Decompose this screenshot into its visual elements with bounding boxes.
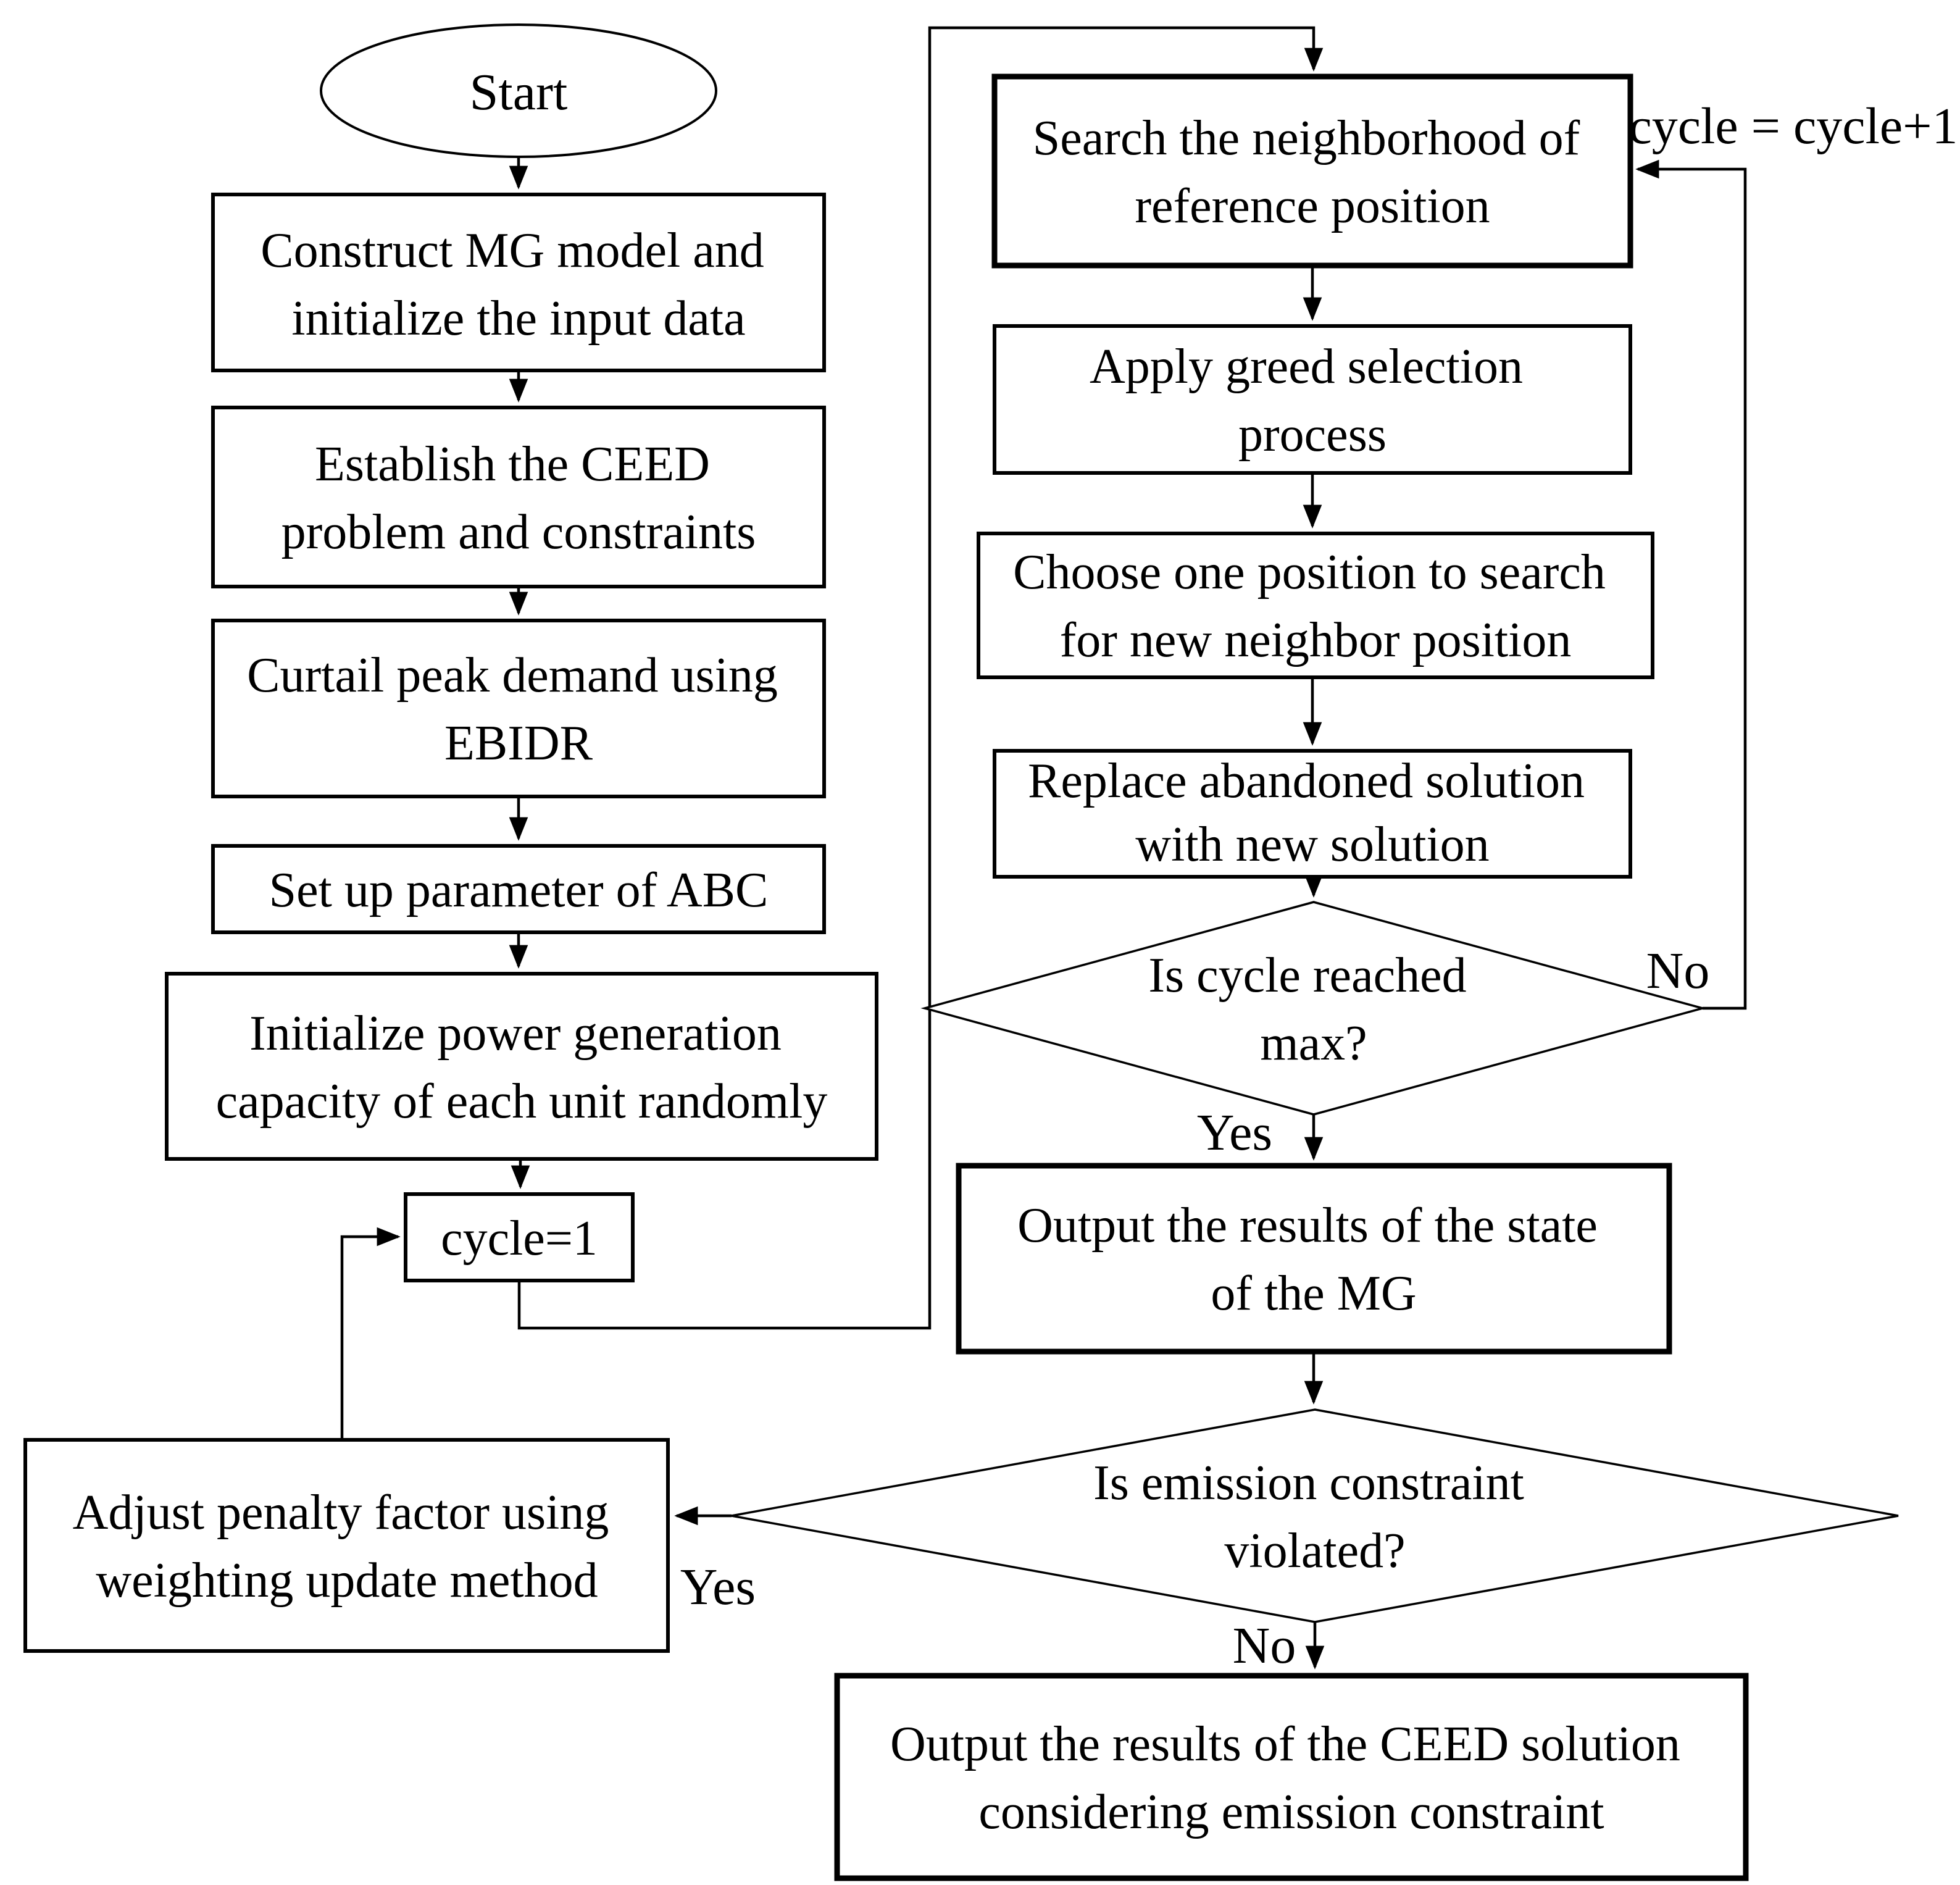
process-output-ceed-solution-text: Output the results of the CEED solution … (890, 1717, 1693, 1839)
start-label: Start (470, 64, 568, 121)
process-adjust-penalty-factor-text: Adjust penalty factor using weighting up… (73, 1486, 622, 1608)
process-establish-ceed (211, 406, 826, 588)
decision-emission-constraint-text: Is emission constraint violated? (1093, 1456, 1537, 1578)
process-choose-position (977, 532, 1654, 679)
edge-adjust-to-cycle-init (340, 1227, 401, 1440)
decision-cycle-max-text: Is cycle reached max? (1148, 948, 1478, 1071)
process-setup-abc-parameter-text: Set up parameter of ABC (269, 863, 769, 917)
process-choose-position-text: Choose one position to search for new ne… (1013, 545, 1618, 667)
process-search-neighborhood (991, 73, 1633, 269)
label-emission-yes: Yes (680, 1558, 756, 1616)
edge-cycle-decision-no-loop (1635, 159, 1747, 1010)
process-initialize-power-generation (165, 972, 878, 1161)
process-cycle-init-text: cycle=1 (441, 1211, 598, 1266)
process-cycle-init (404, 1192, 635, 1282)
decision-emission-constraint (731, 1408, 1899, 1623)
process-construct-mg-model-text: Construct MG model and initialize the in… (261, 224, 776, 346)
process-output-ceed-solution (834, 1673, 1749, 1881)
start-terminator (320, 23, 717, 158)
process-output-state-mg-text: Output the results of the state of the M… (1017, 1198, 1610, 1321)
process-apply-greed-selection (993, 324, 1632, 475)
decision-cycle-max (920, 901, 1707, 1116)
process-construct-mg-model (211, 193, 826, 372)
edge-cycle-init-to-search-loop (517, 26, 1324, 1330)
process-initialize-power-generation-text: Initialize power generation capacity of … (216, 1006, 828, 1129)
process-curtail-peak-demand (211, 619, 826, 798)
label-cycle-yes: Yes (1197, 1104, 1272, 1161)
process-establish-ceed-text: Establish the CEED problem and constrain… (281, 437, 756, 559)
label-cycle-no: No (1646, 942, 1710, 1000)
process-replace-abandoned-solution-text: Replace abandoned solution with new solu… (1028, 754, 1597, 872)
process-curtail-peak-demand-text: Curtail peak demand using EBIDR (247, 648, 790, 771)
process-apply-greed-selection-text: Apply greed selection process (1090, 340, 1535, 462)
process-output-state-mg (956, 1163, 1672, 1355)
process-replace-abandoned-solution (993, 749, 1632, 879)
process-setup-abc-parameter (211, 844, 826, 934)
process-search-neighborhood-text: Search the neighborhood of reference pos… (1033, 111, 1592, 233)
label-cycle-increment: cycle = cycle+1 (1628, 98, 1958, 155)
process-adjust-penalty-factor (23, 1438, 670, 1653)
label-emission-no: No (1233, 1617, 1296, 1674)
